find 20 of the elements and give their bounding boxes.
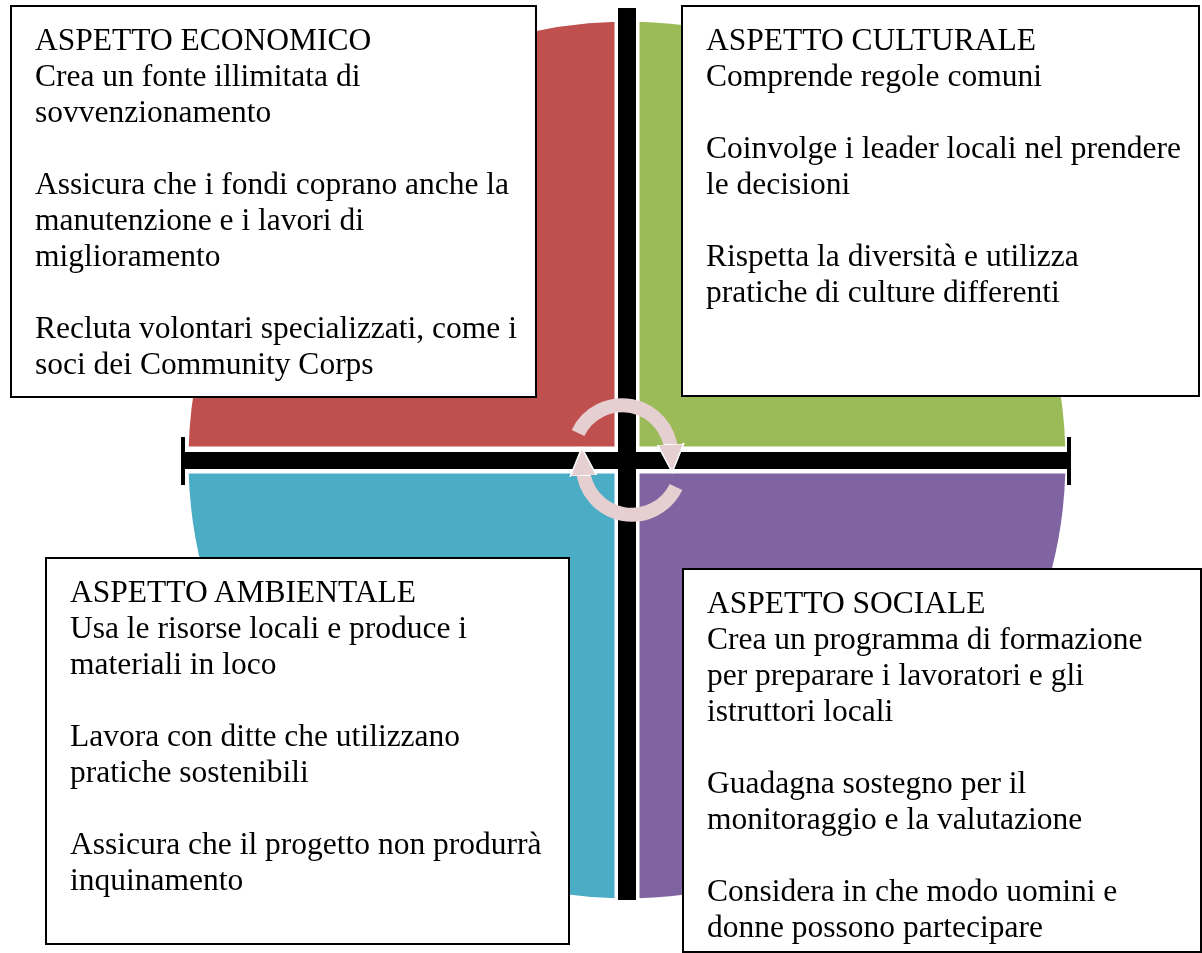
paragraph: Rispetta la diversità e utilizza pratiche di culture differenti <box>706 238 1080 310</box>
paragraph: Coinvolge i leader locali nel prendere le decisioni <box>706 130 1182 202</box>
paragraph: Crea un programma di formazione per preparare i lavoratori e gli istruttori locali <box>707 621 1144 729</box>
paragraph: Assicura che i fondi coprano anche la manutenzione e i lavori di miglioramento <box>35 166 511 274</box>
text-box <box>681 5 1200 397</box>
text-box <box>45 557 570 945</box>
paragraph: Considera in che modo uomini e donne possono partecipare <box>707 873 1119 945</box>
paragraph: Lavora con ditte che utilizzano pratiche sostenibili <box>70 718 462 790</box>
paragraph: Crea un fonte illimitata di sovvenzionamento <box>35 58 362 130</box>
text-box <box>10 5 537 398</box>
heading: ASPETTO ECONOMICO <box>35 22 373 58</box>
paragraph: Guadagna sostegno per il monitoraggio e la valutazione <box>707 765 1084 837</box>
heading: ASPETTO AMBIENTALE <box>70 574 418 610</box>
heading: ASPETTO SOCIALE <box>707 585 987 621</box>
paragraph: Usa le risorse locali e produce i materiali in loco <box>70 610 469 682</box>
paragraph: Comprende regole comuni <box>706 58 1043 94</box>
text-box <box>682 568 1202 953</box>
heading: ASPETTO CULTURALE <box>706 22 1037 58</box>
paragraph: Recluta volontari specializzati, come i soci dei Community Corps <box>35 310 518 382</box>
paragraph: Assicura che il progetto non produrrà inquinamento <box>70 826 543 898</box>
